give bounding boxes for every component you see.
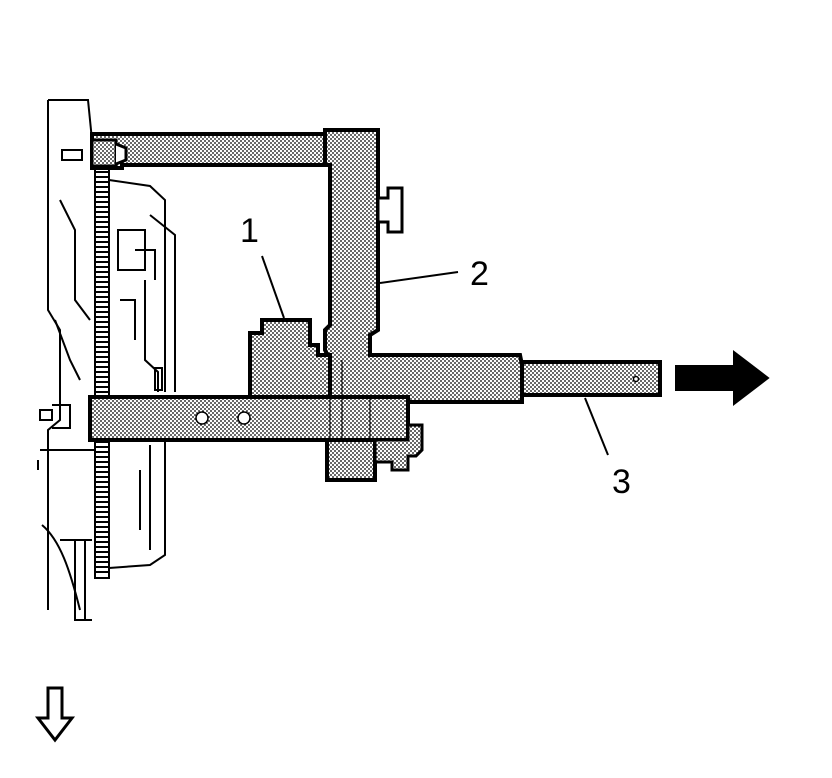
callout-1: 1: [240, 212, 259, 250]
callout-2: 2: [470, 255, 489, 293]
clutch-pressure-plate: [108, 179, 176, 569]
leader-line-2: [379, 271, 459, 284]
adjustment-knob: [376, 186, 404, 234]
right-arrow-icon: [675, 349, 770, 407]
flywheel-ring-gear: [94, 167, 110, 579]
leader-line-3: [584, 397, 609, 456]
stepped-collar: [248, 318, 332, 399]
tool-details: [195, 360, 640, 440]
engine-assembly: [37, 99, 95, 621]
down-arrow-icon: [34, 686, 76, 743]
bridge-bar: [90, 132, 332, 170]
mounting-bolt: [90, 138, 128, 168]
retaining-nut: [373, 423, 424, 472]
pull-rod: [520, 360, 662, 397]
callout-3: 3: [612, 463, 631, 501]
leader-line-1: [261, 255, 285, 319]
leader-lines: [261, 255, 609, 456]
